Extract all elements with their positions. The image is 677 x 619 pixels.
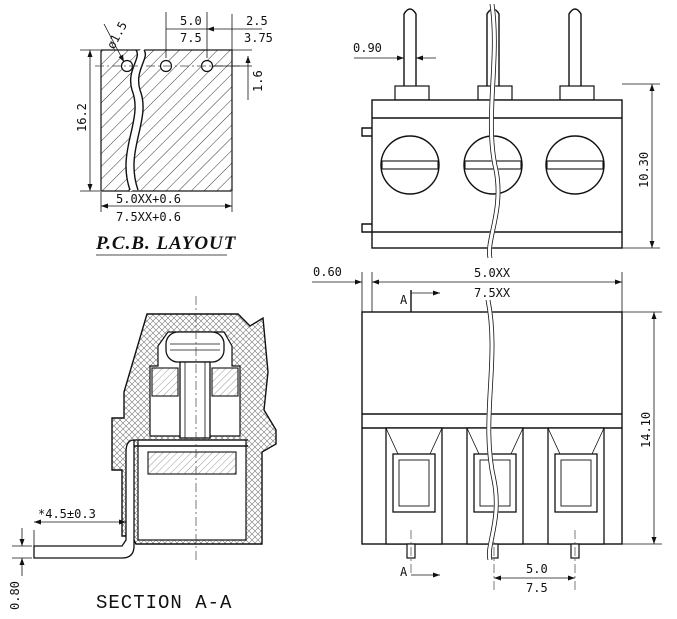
front-edge-offset-label: 0.60 [313,265,342,279]
pcb-width-label: 5.0XX+0.6 [116,192,181,206]
front-pitch-label: 5.0 [526,562,548,576]
front-break-line [485,299,499,561]
section-marker-top: A [400,293,408,307]
pcb-layout-title: P.C.B. LAYOUT [95,233,237,254]
wire-entry [547,427,605,545]
pin-thickness-label: 0.80 [8,581,22,610]
front-width-label: 5.0XX [474,266,511,280]
section-view: *4.5±0.3 0.80 SECTION A-A [8,296,277,614]
screw [165,331,225,439]
pcb-offset-label: 1.6 [251,70,265,92]
clamp-block [211,367,239,397]
pcb-break-line [126,47,146,192]
section-pin [33,439,248,559]
pin-length-label: *4.5±0.3 [38,507,96,521]
front-view: 0.60 5.0XX 7.5XX A A 14.10 5.0 7.5 [312,265,662,595]
top-break-line [486,3,501,259]
pcb-half-pitch-label: 2.5 [246,14,268,28]
pcb-layout-view: ø1.5 5.0 7.5 2.5 3.75 1.6 16.2 5.0XX+0.6… [75,12,273,256]
section-title: SECTION A-A [96,592,232,614]
top-pins [394,8,595,101]
pcb-width-label: 7.5XX+0.6 [116,210,181,224]
top-view: 0.90 10.30 [353,3,660,259]
section-marker-bottom: A [400,565,408,579]
pcb-pitch-label: 7.5 [180,31,202,45]
wire-entry [385,427,443,545]
top-height-label: 10.30 [637,152,651,188]
pin [403,8,417,86]
front-width-label: 7.5XX [474,286,511,300]
front-pitch-label: 7.5 [526,581,548,595]
pcb-half-pitch-label: 3.75 [244,31,273,45]
pcb-hole-diameter-label: ø1.5 [104,19,130,51]
front-height-label: 14.10 [639,412,653,448]
clamp-block [151,367,179,397]
pin [568,8,582,86]
pcb-height-label: 16.2 [75,103,89,132]
pcb-outline [100,49,233,192]
pin-width-label: 0.90 [353,41,382,55]
pcb-pitch-label: 5.0 [180,14,202,28]
wire-clamp [147,451,237,475]
